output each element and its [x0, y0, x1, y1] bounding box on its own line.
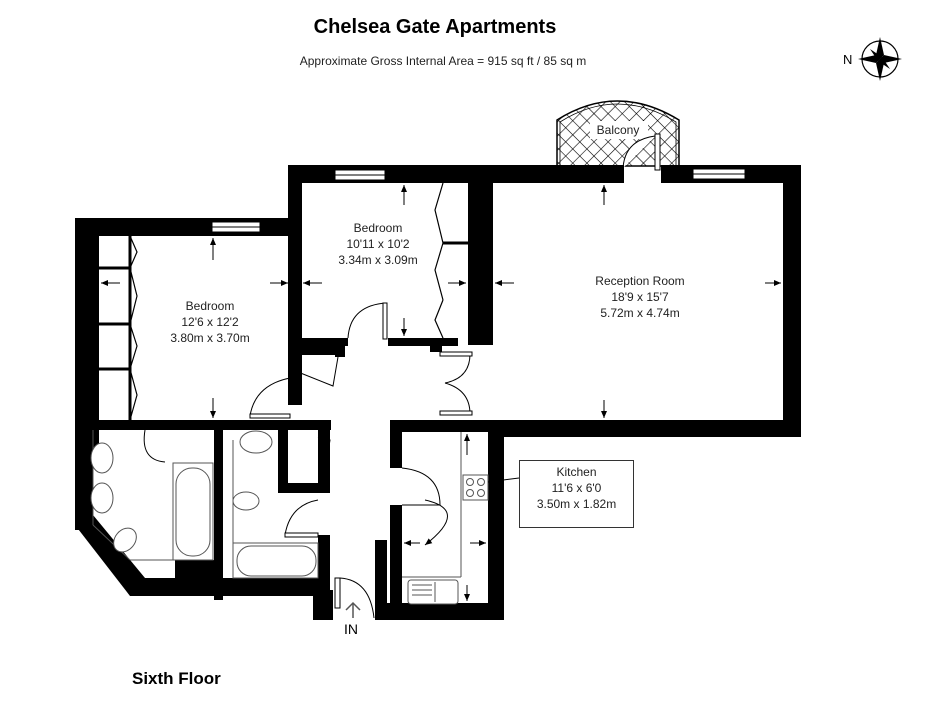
floor-label: Sixth Floor [132, 669, 221, 688]
basin-icon [239, 430, 273, 454]
room-name: Balcony [596, 123, 640, 137]
bathroom-fixtures [90, 430, 319, 579]
room-metric: 3.34m x 3.09m [338, 253, 418, 267]
hob-icon [462, 474, 489, 501]
area-subtitle: Approximate Gross Internal Area = 915 sq… [299, 54, 587, 68]
balcony [556, 100, 680, 171]
toilet-icon [232, 491, 260, 511]
room-name: Kitchen [556, 465, 597, 479]
basin-icon [90, 482, 114, 514]
kitchen-fixtures [402, 432, 520, 605]
room-label-bedroom1: Bedroom 12'6 x 12'2 3.80m x 3.70m [140, 298, 280, 346]
sink-icon [407, 579, 459, 605]
room-label-bedroom2: Bedroom 10'11 x 10'2 3.34m x 3.09m [313, 220, 443, 268]
room-metric: 3.50m x 1.82m [536, 497, 617, 511]
toilet-icon [113, 527, 137, 553]
room-name: Bedroom [185, 299, 235, 313]
room-metric: 5.72m x 4.74m [600, 306, 680, 320]
room-imperial: 18'9 x 15'7 [611, 290, 669, 304]
dimension-arrows [101, 185, 781, 601]
room-label-kitchen: Kitchen 11'6 x 6'0 3.50m x 1.82m [519, 460, 634, 528]
bathtub-icon [236, 545, 317, 577]
entrance-arrow-icon [345, 601, 361, 618]
room-imperial: 11'6 x 6'0 [551, 481, 602, 495]
bathtub-icon [175, 467, 211, 557]
room-name: Bedroom [353, 221, 403, 235]
room-imperial: 12'6 x 12'2 [181, 315, 239, 329]
wardrobes-bedroom2 [434, 182, 468, 339]
wardrobes-bedroom1 [99, 235, 138, 421]
compass-rose-icon [858, 37, 902, 81]
balcony-label: Balcony [593, 122, 643, 138]
room-name: Reception Room [595, 274, 685, 288]
basin-icon [90, 442, 114, 474]
windows [211, 168, 746, 233]
entrance-label: IN [344, 621, 358, 637]
room-imperial: 10'11 x 10'2 [346, 237, 410, 251]
compass-north-label: N [843, 52, 853, 67]
room-metric: 3.80m x 3.70m [170, 331, 250, 345]
door-swings [143, 302, 473, 619]
room-label-reception: Reception Room 18'9 x 15'7 5.72m x 4.74m [570, 273, 710, 321]
page-title: Chelsea Gate Apartments [313, 16, 557, 38]
